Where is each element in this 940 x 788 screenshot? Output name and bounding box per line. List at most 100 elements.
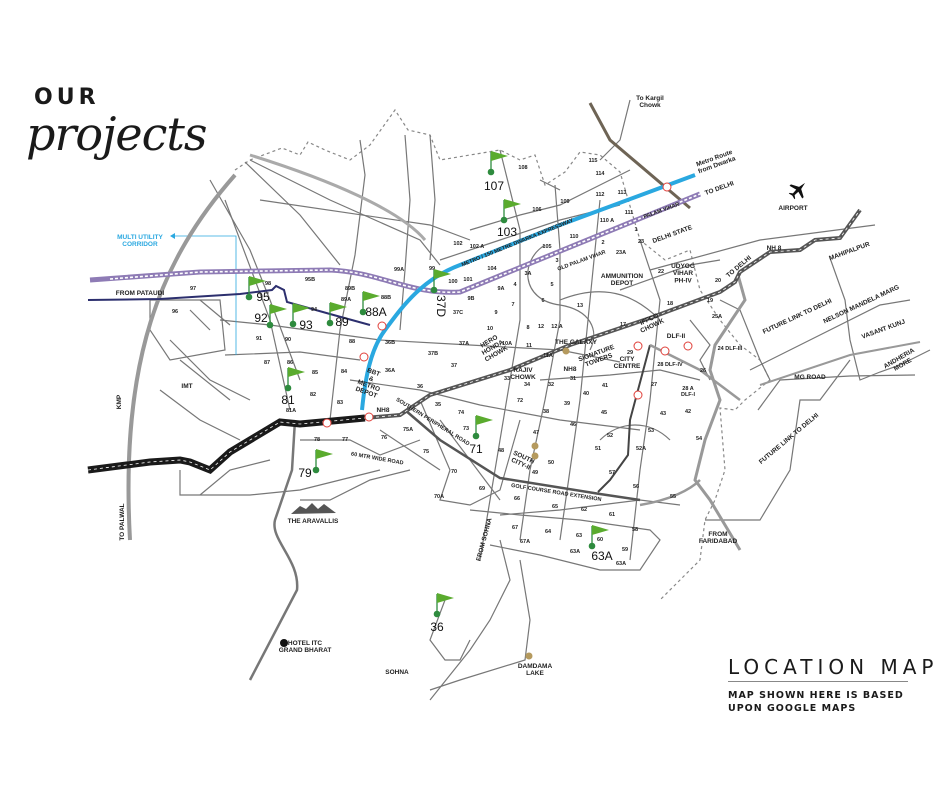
flag-dot [326, 319, 334, 327]
project-flag-81[interactable]: 81 [281, 367, 305, 407]
sector-label: 6 [541, 298, 544, 304]
sector-label: 5 [550, 282, 553, 288]
project-flag-71[interactable]: 71 [469, 415, 493, 456]
flag-icon [293, 303, 310, 313]
sector-label: 85 [312, 370, 318, 376]
sector-label: 114 [596, 171, 606, 177]
sector-label: 23 [638, 239, 644, 245]
project-label: 81 [281, 393, 295, 407]
sector-label: 36B [385, 340, 395, 346]
place-label-delhi-state: DELHI STATE [652, 224, 694, 245]
sector-label: 37 [451, 363, 457, 369]
metro-station-icon [377, 321, 387, 331]
southern-peripheral-road [404, 409, 641, 502]
sector-label: 56 [633, 484, 639, 490]
project-flag-79[interactable]: 79 [298, 449, 333, 480]
project-label: 107 [484, 179, 504, 193]
flag-icon [288, 367, 305, 377]
metro-station-icon [359, 352, 369, 362]
flag-dot [266, 321, 274, 329]
sector-label: 54 [696, 436, 703, 442]
sector-label: 45 [601, 410, 607, 416]
project-label: 63A [591, 549, 612, 563]
flag-dot [359, 308, 367, 316]
sector-label: 24 DLF-III [718, 346, 743, 352]
sector-label: 43 [660, 411, 666, 417]
sector-label: 2 [601, 240, 604, 246]
project-flag-93[interactable]: 93 [289, 303, 313, 332]
sector-label: 28 DLF-IV [657, 362, 683, 368]
sector-label: 111 [625, 210, 634, 216]
sector-label: 67A [520, 539, 530, 545]
project-label: 89 [335, 315, 349, 329]
place-label-the-aravallis: THE ARAVALLIS [288, 518, 339, 525]
sector-label: 12 A [551, 324, 562, 330]
project-flag-89[interactable]: 89 [326, 302, 349, 329]
project-flag-92[interactable]: 92 [254, 304, 287, 329]
project-flag-36[interactable]: 36 [430, 593, 454, 634]
sector-label: 74 [458, 410, 465, 416]
metro-station-icon [633, 341, 643, 351]
nh8-dash [87, 209, 861, 471]
place-label-to-delhi-expressway: TO DELHI [704, 180, 735, 197]
galaxy-dot [562, 347, 570, 355]
place-label-old-palam-vihar: OLD PALAM VIHAR [557, 250, 607, 273]
sector-label: 72 [517, 398, 523, 404]
sector-label: 62 [581, 507, 587, 513]
sector-label: 50 [548, 460, 554, 466]
flag-dot [500, 216, 508, 224]
project-flag-107[interactable]: 107 [484, 151, 508, 193]
location-map-note: MAP SHOWN HERE IS BASED UPON GOOGLE MAPS [728, 690, 904, 714]
dwarka-expressway-dash [109, 193, 701, 294]
place-label-vasant-kunj: VASANT KUNJ [861, 318, 907, 340]
flag-icon [491, 151, 508, 161]
flag-icon [249, 276, 266, 286]
sector-label: 83 [337, 400, 343, 406]
flag-icon [363, 291, 380, 301]
flag-dot [312, 466, 320, 474]
sector-label: 22 [658, 269, 664, 275]
metro-station-icon [660, 346, 670, 356]
project-flag-63A[interactable]: 63A [588, 525, 613, 563]
place-label-future-link-1: FUTURE LINK TO DELHI [762, 297, 833, 335]
project-label: 79 [298, 466, 312, 480]
project-flag-103[interactable]: 103 [497, 199, 521, 239]
flag-dot [430, 286, 438, 294]
sector-label: 23A [616, 250, 626, 256]
sector-label: 112 [596, 192, 605, 198]
sector-label: 63A [570, 549, 580, 555]
sector-label: 55 [670, 494, 676, 500]
future-link-road [759, 341, 921, 386]
place-label-kmp: KMP [116, 394, 123, 409]
sector-label: 20 [715, 278, 721, 284]
sector-label: 57 [609, 470, 615, 476]
project-flag-95[interactable]: 95 [245, 276, 270, 304]
state-border [234, 108, 771, 601]
sector-label: 10A [502, 341, 512, 347]
flag-icon [504, 199, 521, 209]
aravallis-icon [291, 503, 336, 514]
project-flag-88A[interactable]: 88A [359, 291, 387, 319]
sector-label: 49 [532, 470, 538, 476]
project-label: 103 [497, 225, 517, 239]
sector-label: 9B [467, 296, 474, 302]
metro-stations [322, 182, 693, 428]
place-label-nelson-mandela-marg: NELSON MANDELA MARG [822, 284, 900, 325]
sector-label: 97 [190, 286, 196, 292]
flag-icon [434, 269, 451, 279]
flag-dot [245, 293, 253, 301]
place-label-the-galaxy: THE GALAXY [555, 339, 598, 346]
sector-label: 88B [381, 295, 391, 301]
sector-label: 84 [341, 369, 348, 375]
metro-line [360, 173, 696, 411]
sector-label: 37A [459, 341, 469, 347]
project-flag-37D[interactable]: 37D [430, 269, 451, 317]
sector-label: 66 [514, 496, 520, 502]
